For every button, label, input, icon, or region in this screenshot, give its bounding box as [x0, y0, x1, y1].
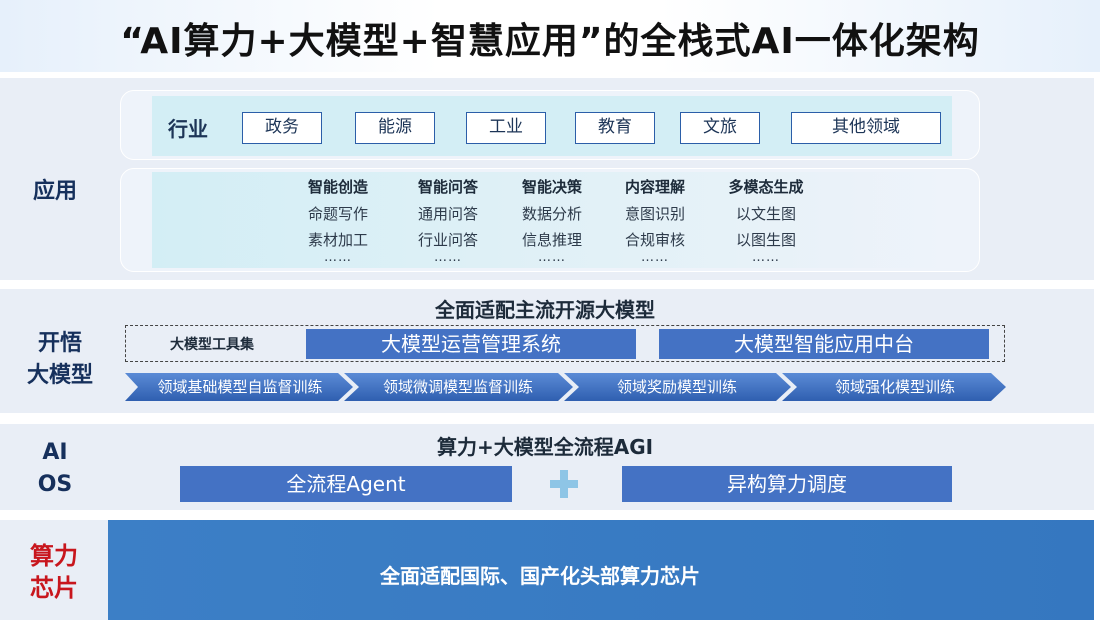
- aios-subtitle: 算力+大模型全流程AGI: [436, 435, 654, 459]
- capability-strip: [152, 172, 952, 268]
- aios-layer-label: AI OS: [10, 437, 100, 501]
- capability-column: 内容理解 意图识别 合规审核 ……: [609, 176, 701, 265]
- model-layer-label: 开悟 大模型: [10, 328, 110, 392]
- chip-layer-label: 算力 芯片: [8, 540, 100, 604]
- chip-text: 全面适配国际、国产化头部算力芯片: [380, 564, 700, 588]
- plus-icon: [550, 470, 578, 498]
- plus-icon-vertical: [560, 470, 568, 498]
- capability-item: 命题写作: [307, 205, 368, 223]
- capability-head: 智能创造: [307, 178, 368, 196]
- capability-item: 以图生图: [735, 231, 796, 249]
- capability-item: 意图识别: [624, 205, 685, 223]
- training-step-label: 领域微调模型监督训练: [383, 378, 533, 396]
- application-layer-label: 应用: [32, 179, 77, 204]
- training-step-1: 领域基础模型自监督训练: [125, 373, 353, 401]
- capability-item: 行业问答: [417, 231, 478, 249]
- capability-column: 智能创造 命题写作 素材加工 ……: [292, 176, 384, 265]
- training-step-4: 领域强化模型训练: [782, 373, 1006, 401]
- training-step-label: 领域强化模型训练: [835, 378, 955, 396]
- capability-more: ……: [324, 250, 352, 265]
- industry-item-other: 其他领域: [791, 112, 941, 144]
- toolset-frame: [125, 325, 1005, 362]
- toolset-label: 大模型工具集: [170, 337, 254, 353]
- capability-more: ……: [434, 250, 462, 265]
- capability-head: 多模态生成: [728, 178, 804, 196]
- capability-item: 信息推理: [521, 231, 582, 249]
- ops-system-box: 大模型运营管理系统: [306, 329, 636, 359]
- industry-item-government: 政务: [242, 112, 322, 144]
- training-step-label: 领域基础模型自监督训练: [157, 378, 322, 396]
- industry-item-education: 教育: [575, 112, 655, 144]
- chip-layer-left: [0, 520, 108, 620]
- aios-label-line2: OS: [37, 472, 73, 497]
- industry-item-industry: 工业: [466, 112, 546, 144]
- capability-item: 数据分析: [521, 205, 582, 223]
- capability-head: 内容理解: [624, 178, 685, 196]
- industry-item-tourism: 文旅: [680, 112, 760, 144]
- chip-layer: [108, 520, 1094, 620]
- capability-more: ……: [752, 250, 780, 265]
- model-label-line1: 开悟: [37, 331, 82, 356]
- page-title: “AI算力+大模型+智慧应用”的全栈式AI一体化架构: [120, 21, 980, 62]
- capability-item: 素材加工: [307, 231, 368, 249]
- industry-label: 行业: [168, 117, 208, 141]
- capability-column: 智能问答 通用问答 行业问答 ……: [402, 176, 494, 265]
- capability-item: 通用问答: [417, 205, 478, 223]
- capability-item: 以文生图: [735, 205, 796, 223]
- training-step-label: 领域奖励模型训练: [617, 378, 737, 396]
- chip-label-line1: 算力: [30, 542, 78, 570]
- aios-label-line1: AI: [42, 440, 68, 465]
- capability-head: 智能问答: [417, 178, 478, 196]
- title-bar: [0, 0, 1100, 72]
- capability-more: ……: [641, 250, 669, 265]
- chip-label-line2: 芯片: [30, 574, 78, 602]
- compute-scheduling-box: 异构算力调度: [622, 466, 952, 502]
- app-platform-box: 大模型智能应用中台: [659, 329, 989, 359]
- capability-column: 智能决策 数据分析 信息推理 ……: [506, 176, 598, 265]
- model-label-line2: 大模型: [26, 363, 93, 388]
- capability-column: 多模态生成 以文生图 以图生图 ……: [716, 176, 816, 265]
- industry-item-energy: 能源: [355, 112, 435, 144]
- agent-box: 全流程Agent: [180, 466, 512, 502]
- model-subtitle: 全面适配主流开源大模型: [435, 298, 655, 322]
- capability-item: 合规审核: [624, 231, 685, 249]
- capability-head: 智能决策: [521, 178, 582, 196]
- training-step-2: 领域微调模型监督训练: [344, 373, 573, 401]
- training-step-3: 领域奖励模型训练: [564, 373, 791, 401]
- capability-more: ……: [538, 250, 566, 265]
